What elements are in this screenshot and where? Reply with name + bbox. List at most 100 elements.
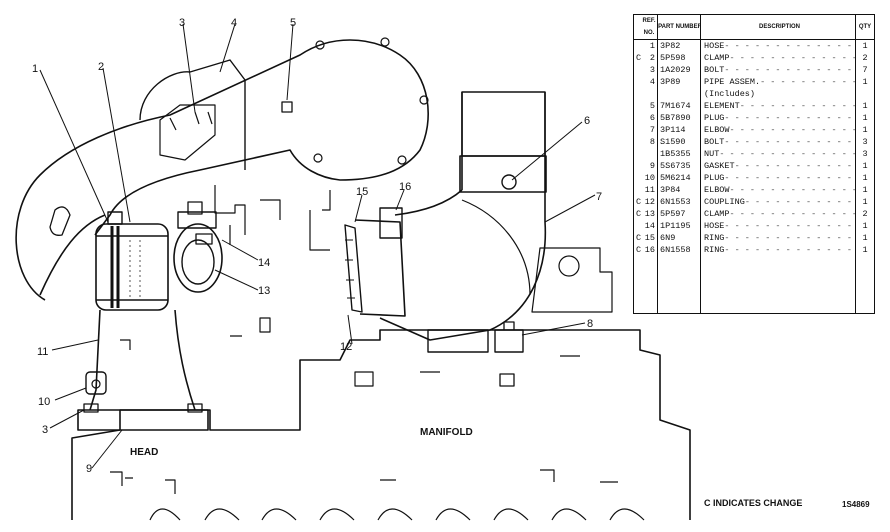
header-ref-no: REF. NO.	[643, 15, 658, 39]
elbow-and-flange	[77, 309, 209, 431]
part-number: 7M1674	[658, 100, 701, 112]
ref-number: 7	[643, 124, 658, 136]
quantity: 2	[862, 209, 868, 219]
ref-number: 15	[643, 232, 658, 244]
quantity: 1	[862, 125, 868, 135]
ref-number: 13	[643, 208, 658, 220]
ref-number: 16	[643, 244, 658, 256]
ref-number	[643, 148, 658, 160]
quantity: 3	[862, 149, 868, 159]
callout-16: 16	[399, 181, 411, 193]
ref-number: 1	[643, 40, 658, 52]
engine-block-outline	[71, 185, 691, 521]
change-marker: C	[635, 53, 642, 63]
description: ELBOW- - - - - - - - - - - - - - - - - -…	[701, 124, 856, 136]
change-marker	[634, 172, 643, 184]
callout-1: 1	[32, 63, 38, 75]
quantity: 3	[862, 137, 868, 147]
dot-leader: - - - - - - - - - - - - - - - - - - - - …	[724, 65, 855, 75]
callout-8: 8	[587, 318, 593, 330]
callout-10: 10	[38, 396, 50, 408]
change-marker	[634, 76, 643, 88]
quantity: 1	[862, 161, 868, 171]
quantity: 1	[862, 197, 868, 207]
description: (Includes)	[701, 88, 856, 100]
ref-number: 6	[643, 112, 658, 124]
change-marker	[634, 136, 643, 148]
change-marker: C	[635, 209, 642, 219]
dot-leader: - - - - - - - - - - - - - - - - - - - - …	[724, 245, 855, 255]
description: CLAMP- - - - - - - - - - - - - - - - - -…	[701, 208, 856, 220]
dot-leader: - - - - - - - - - - - - - - - - - - - - …	[729, 125, 855, 135]
change-marker	[634, 112, 643, 124]
quantity: 1	[862, 41, 868, 51]
part-number: S1590	[658, 136, 701, 148]
dot-leader: - - - - - - - - - - - - - - - - - - - - …	[739, 101, 855, 111]
change-marker: C	[635, 197, 642, 207]
quantity: 2	[862, 53, 868, 63]
quantity: 1	[862, 173, 868, 183]
description: PLUG- - - - - - - - - - - - - - - - - - …	[701, 112, 856, 124]
part-number: 5B7890	[658, 112, 701, 124]
dot-leader: - - - - - - - - - - - - - - - - - - - - …	[724, 233, 855, 243]
change-marker	[634, 40, 643, 52]
ref-number: 5	[643, 100, 658, 112]
table-header: REF. NO. PART NUMBER DESCRIPTION QTY	[634, 15, 874, 40]
ref-number: 10	[643, 172, 658, 184]
change-marker	[634, 64, 643, 76]
description: PIPE ASSEM.- - - - - - - - - - - - - - -…	[701, 76, 856, 88]
ref-number: 2	[643, 52, 658, 64]
part-number: 5S6735	[658, 160, 701, 172]
ref-number: 4	[643, 76, 658, 88]
part-number: 5P597	[658, 208, 701, 220]
ref-number	[643, 88, 658, 100]
ref-number: 8	[643, 136, 658, 148]
ref-number: 3	[643, 64, 658, 76]
change-marker	[634, 148, 643, 160]
callout-5: 5	[290, 17, 296, 29]
callout-13: 13	[258, 285, 270, 297]
part-number: 1P1195	[658, 220, 701, 232]
description: BOLT- - - - - - - - - - - - - - - - - - …	[701, 64, 856, 76]
change-marker	[634, 100, 643, 112]
ref-number: 14	[643, 220, 658, 232]
header-description: DESCRIPTION	[701, 15, 856, 39]
ref-number: 11	[643, 184, 658, 196]
description: COUPLING- - - - - - - - - - - - - - - - …	[701, 196, 856, 208]
quantity: 1	[862, 245, 868, 255]
callout-numbers: 1 2 3 4 5 6 7 8 9 10 11 12 13 14 15 16 3…	[32, 17, 602, 475]
quantity: 1	[862, 113, 868, 123]
dot-leader: - - - - - - - - - - - - - - - - - - - - …	[719, 149, 855, 159]
part-number: 6N9	[658, 232, 701, 244]
quantity: 1	[862, 77, 868, 87]
dot-leader: - - - - - - - - - - - - - - - - - - - - …	[724, 113, 855, 123]
part-number: 1B5355	[658, 148, 701, 160]
part-number: 6N1553	[658, 196, 701, 208]
callout-11: 11	[37, 346, 48, 358]
callout-7: 7	[596, 191, 602, 203]
dot-leader: - - - - - - - - - - - - - - - - - - - - …	[744, 197, 855, 207]
illustration-number: 1S4869	[842, 500, 870, 509]
description: ELBOW- - - - - - - - - - - - - - - - - -…	[701, 184, 856, 196]
small-hose-and-clamps	[173, 201, 223, 293]
dot-leader: - - - - - - - - - - - - - - - - - - - - …	[734, 161, 855, 171]
dot-leader: - - - - - - - - - - - - - - - - - - - - …	[729, 53, 855, 63]
description: GASKET- - - - - - - - - - - - - - - - - …	[701, 160, 856, 172]
part-number: 3P82	[658, 40, 701, 52]
dot-leader: - - - - - - - - - - - - - - - - - - - - …	[760, 77, 855, 87]
change-marker: C	[635, 233, 642, 243]
callout-9: 9	[86, 463, 92, 475]
hose-and-clamp	[95, 211, 169, 311]
change-marker: C	[635, 245, 642, 255]
header-qty: QTY	[858, 24, 872, 30]
description: BOLT- - - - - - - - - - - - - - - - - - …	[701, 136, 856, 148]
